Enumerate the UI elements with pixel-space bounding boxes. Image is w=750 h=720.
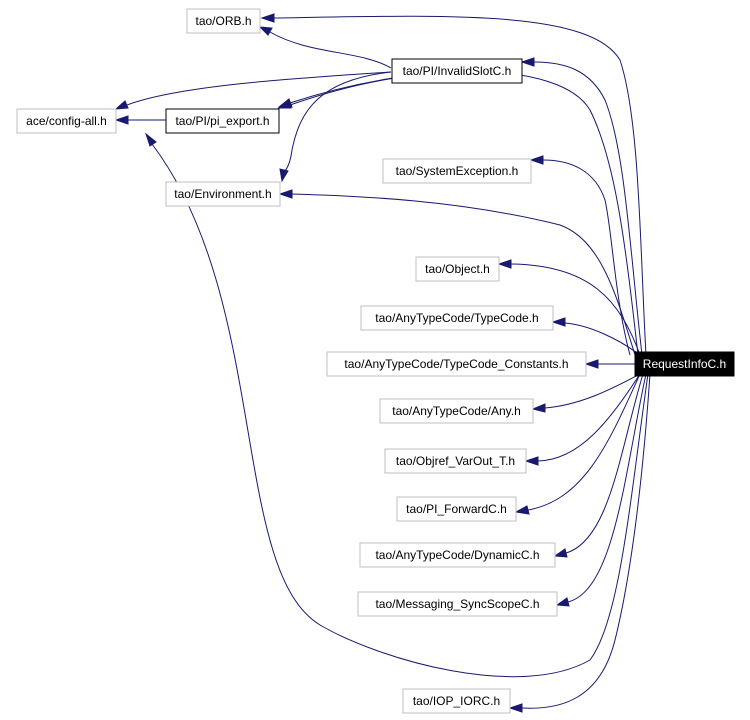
edge-request-info-to-typecode — [551, 317, 641, 356]
node-environment-label: tao/Environment.h — [174, 187, 271, 201]
node-request-info-label: RequestInfoC.h — [643, 357, 726, 371]
edge-request-info-to-orb — [260, 13, 647, 356]
node-pi-export-label: tao/PI/pi_export.h — [175, 114, 269, 128]
node-objref-varout-label: tao/Objref_VarOut_T.h — [396, 454, 515, 468]
node-sync-scope-label: tao/Messaging_SyncScopeC.h — [375, 597, 539, 611]
edge-invalid-slot-to-environment — [279, 71, 392, 183]
edge-request-info-to-typecode-constants — [584, 359, 636, 369]
edge-request-info-to-dynamic — [553, 373, 644, 558]
edge-request-info-to-object — [497, 259, 641, 356]
node-config-all[interactable]: ace/config-all.h — [16, 108, 117, 134]
node-pi-export[interactable]: tao/PI/pi_export.h — [165, 108, 280, 134]
node-system-exception[interactable]: tao/SystemException.h — [382, 158, 532, 184]
edge-invalid-slot-to-config-all — [114, 71, 392, 110]
node-config-all-label: ace/config-all.h — [26, 114, 107, 128]
node-dynamic[interactable]: tao/AnyTypeCode/DynamicC.h — [359, 542, 556, 568]
node-typecode-label: tao/AnyTypeCode/TypeCode.h — [375, 311, 538, 325]
edge-request-info-to-sync-scope — [555, 373, 647, 607]
edge-request-info-to-forward — [514, 373, 641, 515]
node-orb[interactable]: tao/ORB.h — [186, 8, 261, 34]
node-iop-iorc-label: tao/IOP_IORC.h — [413, 694, 500, 708]
node-iop-iorc[interactable]: tao/IOP_IORC.h — [402, 688, 511, 714]
edges — [114, 13, 651, 713]
node-typecode-constants-label: tao/AnyTypeCode/TypeCode_Constants.h — [344, 357, 568, 371]
node-forward-label: tao/PI_ForwardC.h — [406, 502, 507, 516]
node-any[interactable]: tao/AnyTypeCode/Any.h — [379, 398, 534, 424]
node-request-info[interactable]: RequestInfoC.h — [634, 351, 735, 377]
node-sync-scope[interactable]: tao/Messaging_SyncScopeC.h — [357, 591, 558, 617]
node-object-label: tao/Object.h — [425, 262, 490, 276]
node-system-exception-label: tao/SystemException.h — [396, 164, 519, 178]
edge-request-info-to-objref-varout — [524, 373, 641, 466]
edge-request-info-to-any — [531, 373, 641, 413]
node-invalid-slot[interactable]: tao/PI/InvalidSlotC.h — [391, 58, 523, 84]
node-orb-label: tao/ORB.h — [195, 14, 251, 28]
node-objref-varout[interactable]: tao/Objref_VarOut_T.h — [384, 448, 527, 474]
node-environment[interactable]: tao/Environment.h — [165, 181, 281, 207]
edge-request-info-to-iop-iorc — [508, 373, 651, 713]
node-object[interactable]: tao/Object.h — [415, 256, 500, 282]
node-typecode[interactable]: tao/AnyTypeCode/TypeCode.h — [360, 305, 554, 331]
edge-request-info-to-invalid-slot — [520, 57, 643, 356]
node-any-label: tao/AnyTypeCode/Any.h — [392, 404, 521, 418]
nodes: tao/ORB.h tao/PI/InvalidSlotC.h ace/conf… — [16, 8, 735, 714]
node-forward[interactable]: tao/PI_ForwardC.h — [396, 496, 517, 522]
node-typecode-constants[interactable]: tao/AnyTypeCode/TypeCode_Constants.h — [326, 351, 587, 377]
node-invalid-slot-label: tao/PI/InvalidSlotC.h — [403, 64, 512, 78]
edge-pi-export-to-config-all — [114, 115, 166, 125]
edge-invalid-slot-to-pi-export — [277, 77, 396, 109]
edge-request-info-to-environment — [278, 189, 636, 356]
edge-request-info-to-config-all — [144, 132, 649, 678]
node-dynamic-label: tao/AnyTypeCode/DynamicC.h — [375, 548, 539, 562]
edge-invalid-slot-to-orb — [258, 26, 392, 69]
